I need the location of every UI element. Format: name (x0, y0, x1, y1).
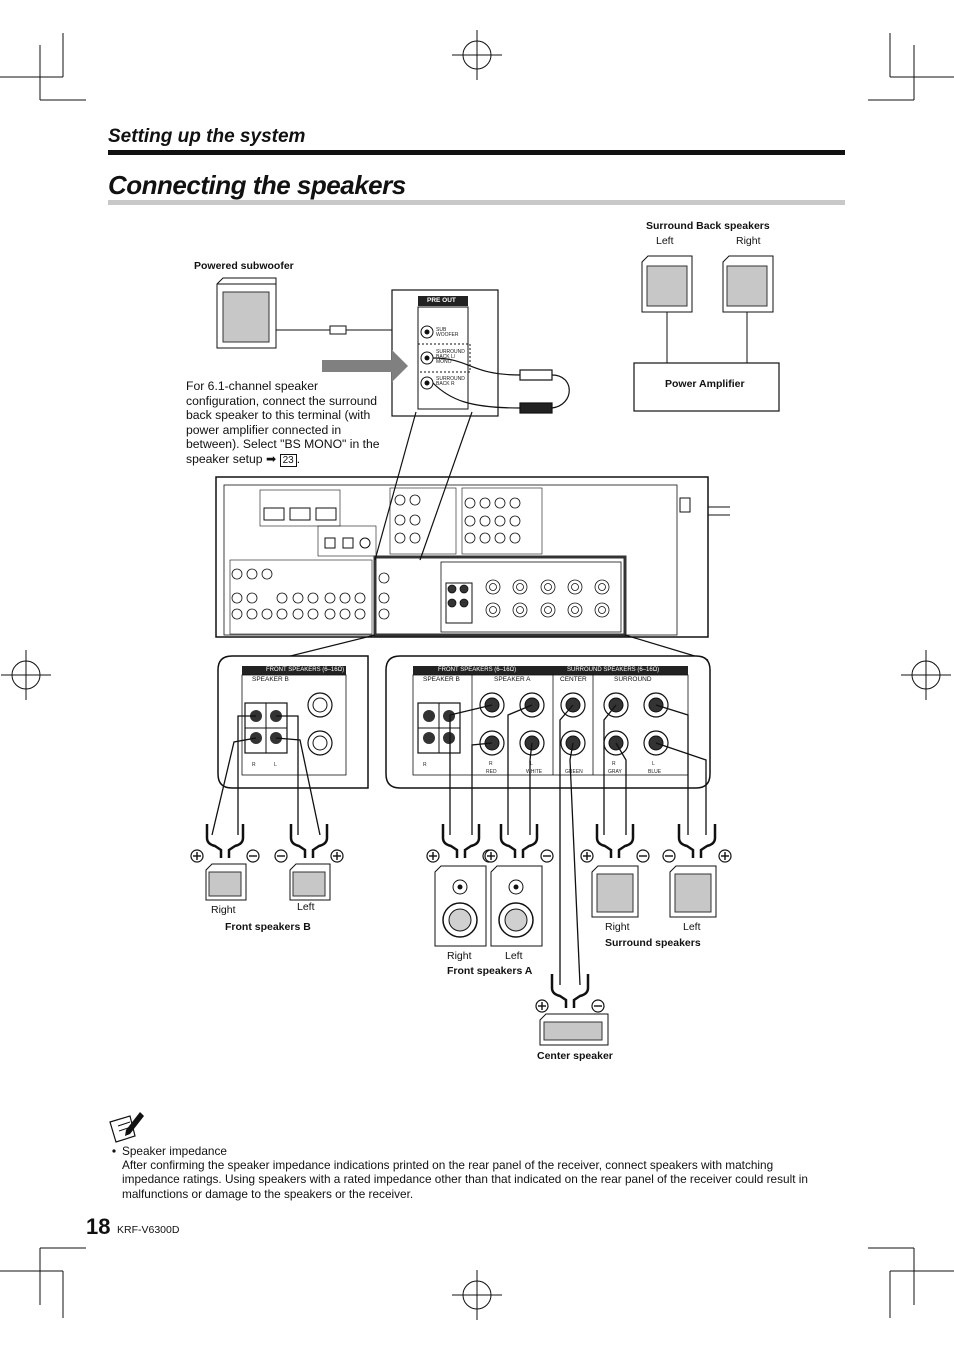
surround-right-label: Right (605, 921, 630, 933)
zoom-right-speaker-b: SPEAKER B (423, 676, 460, 683)
zoom-left-front-header: FRONT SPEAKERS (6–16Ω) (266, 667, 345, 673)
zoom-right-b-r: R (423, 762, 427, 768)
zoom-right-s-r: R (612, 761, 616, 767)
zoom-right-front-header: FRONT SPEAKERS (6–16Ω) (438, 667, 517, 673)
zoom-right-speaker-a: SPEAKER A (494, 676, 531, 683)
surround-left-label: Left (683, 921, 701, 933)
front-speakers-a-drawing (434, 865, 543, 947)
pre-out-label: PRE OUT (427, 297, 456, 304)
powered-subwoofer-label: Powered subwoofer (194, 260, 294, 272)
configuration-note: For 6.1-channel speaker configuration, c… (186, 379, 380, 467)
front-b-left-label: Left (297, 901, 315, 913)
model-number: KRF-V6300D (117, 1224, 180, 1236)
surround-back-speakers-label: Surround Back speakers (646, 220, 770, 232)
zoom-right-a-r: R (489, 761, 493, 767)
sb-right-label: Right (736, 235, 761, 247)
surround-back-speakers-drawing (641, 255, 774, 363)
surround-back-mono-label: SURROUND BACK L/ MONO (436, 349, 465, 365)
page-title: Connecting the speakers (108, 170, 406, 200)
impedance-note-body: After confirming the speaker impedance i… (122, 1158, 808, 1201)
sub-woofer-label: SUB WOOFER (436, 327, 459, 338)
zoom-right-s-l: L (652, 761, 655, 767)
zoom-panel-right (385, 655, 711, 789)
zoom-right-green: GREEN (565, 769, 583, 775)
front-speakers-b-drawing (205, 863, 331, 901)
section-rule (108, 150, 845, 155)
pre-out-panel (391, 289, 499, 417)
surround-speakers-label: Surround speakers (605, 937, 701, 949)
section-title: Setting up the system (108, 126, 306, 147)
zoom-panel-left (217, 655, 369, 789)
front-a-right-label: Right (447, 950, 472, 962)
note-icon (109, 1112, 144, 1143)
zoom-right-red: RED (486, 769, 497, 775)
front-speakers-a-label: Front speakers A (447, 965, 533, 977)
zoom-right-surround: SURROUND (614, 676, 652, 683)
surround-back-r-label: SURROUND BACK R (436, 376, 465, 387)
powered-subwoofer-drawing (216, 277, 416, 349)
zoom-right-a-l: L (530, 761, 533, 767)
zoom-right-blue: BLUE (648, 769, 662, 775)
arrow-ref-icon: ➡ (265, 451, 277, 466)
zoom-left-r: R (252, 762, 256, 768)
impedance-note: Speaker impedance After confirming the s… (122, 1144, 834, 1201)
arrow-icon (322, 350, 408, 382)
configuration-note-text: For 6.1-channel speaker configuration, c… (186, 379, 380, 466)
surround-speakers-drawing (591, 865, 717, 918)
zoom-left-l: L (274, 762, 277, 768)
zoom-left-speaker-b: SPEAKER B (252, 676, 289, 683)
page-reference: 23 (279, 453, 297, 467)
zoom-right-white: WHITE (526, 769, 543, 775)
power-amplifier-label: Power Amplifier (665, 378, 745, 390)
title-rule (108, 200, 845, 205)
front-a-left-label: Left (505, 950, 523, 962)
front-speakers-b-label: Front speakers B (225, 921, 311, 933)
impedance-note-title: Speaker impedance (122, 1144, 227, 1158)
zoom-right-gray: GRAY (608, 769, 622, 775)
zoom-right-surround-header: SURROUND SPEAKERS (6–16Ω) (567, 667, 660, 673)
center-speaker-label: Center speaker (537, 1050, 613, 1062)
sb-left-label: Left (656, 235, 674, 247)
front-b-right-label: Right (211, 904, 236, 916)
center-speaker-drawing (539, 1013, 609, 1046)
page-number: 18 (86, 1214, 111, 1239)
zoom-right-center: CENTER (560, 676, 587, 683)
